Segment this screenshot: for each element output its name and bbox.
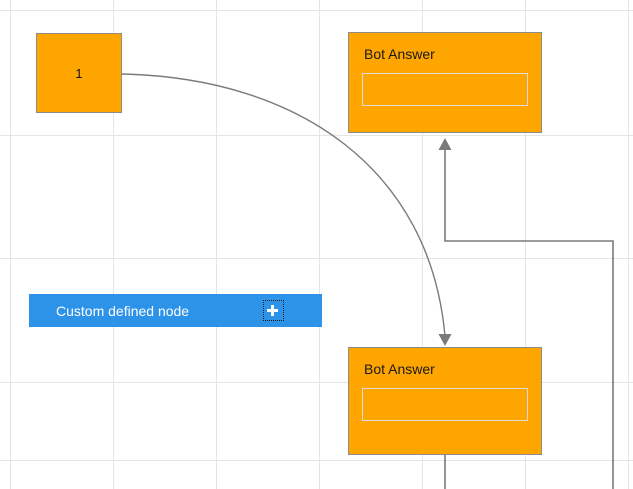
- node-bot-answer-top-slot[interactable]: [362, 73, 528, 107]
- node-bot-answer-bottom-title: Bot Answer: [364, 361, 435, 377]
- node-bot-answer-top[interactable]: Bot Answer: [348, 32, 542, 133]
- connector-curve-start-to-bottom[interactable]: [121, 73, 452, 346]
- node-start-label: 1: [75, 65, 83, 81]
- custom-defined-node-button[interactable]: Custom defined node: [29, 294, 322, 327]
- node-bot-answer-top-title: Bot Answer: [364, 46, 435, 62]
- node-bot-answer-bottom[interactable]: Bot Answer: [348, 347, 542, 455]
- node-start[interactable]: 1: [36, 33, 122, 113]
- plus-icon[interactable]: [263, 300, 284, 321]
- connector-orthogonal-to-top[interactable]: [438, 138, 614, 489]
- node-bot-answer-bottom-slot[interactable]: [362, 388, 528, 422]
- custom-defined-node-label: Custom defined node: [56, 302, 190, 319]
